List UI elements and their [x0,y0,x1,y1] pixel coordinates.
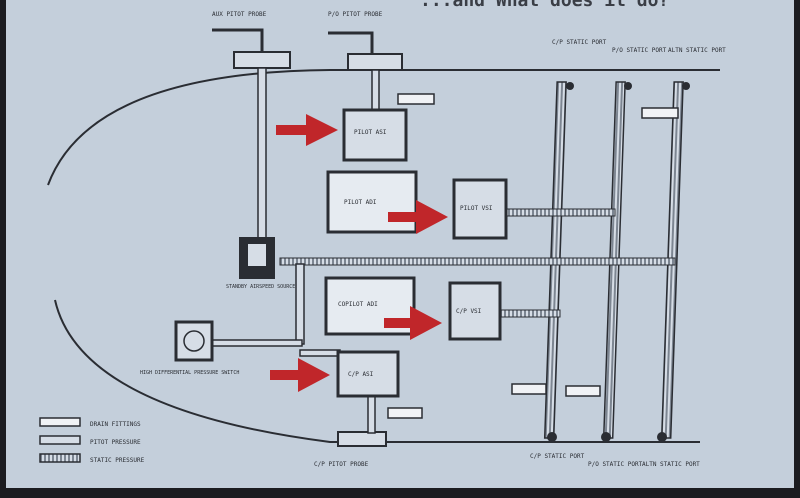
standby-source-window [248,244,266,266]
arrow-copilot-asi [270,358,330,392]
drain-fitting-right-1 [641,107,679,119]
fuselage-outline [47,69,720,186]
drain-fitting-pilot [397,93,435,105]
copilot-adi-box [324,276,416,336]
pilot-static-top-label: P/O STATIC PORT [612,47,667,54]
diff-switch-box [174,320,214,362]
legend-pitot-swatch [39,435,81,445]
slide-heading: ...and What does it do? [420,0,669,11]
pilot-vsi-label: PILOT VSI [460,205,493,212]
copilot-pitot-mount [337,431,387,447]
static-port-pilot-top [624,82,632,90]
pilot-pitot-label: P/O PITOT PROBE [328,11,383,18]
static-port-pilot-bottom [601,432,611,442]
pilot-pitot-line [371,69,380,111]
pilot-pitot-probe [328,31,374,54]
copilot-asi-label: C/P ASI [348,371,374,378]
legend-drain-text: DRAIN FITTINGS [90,421,141,428]
static-crossline-middle [279,257,676,266]
switch-connector-line [211,339,303,347]
copilot-asi-feed [299,349,341,357]
aux-pitot-probe [212,28,264,52]
legend-drain-swatch [39,417,81,427]
switch-pitot-line [295,263,305,345]
copilot-vsi-label: C/P VSI [456,308,482,315]
pilot-static-bottom-label: P/O STATIC PORT [588,461,643,468]
drain-fitting-bottom-1 [511,383,547,395]
pilot-asi-label: PILOT ASI [354,129,387,136]
static-port-copilot-top [566,82,574,90]
alternate-static-bottom-label: ALTN STATIC PORT [642,461,700,468]
aux-pitot-line [257,67,267,239]
arrow-pilot-asi [276,114,338,146]
drain-fitting-bottom-2 [565,385,601,397]
alternate-static-top-label: ALTN STATIC PORT [668,47,726,54]
static-port-alternate-bottom [657,432,667,442]
aux-pitot-label: AUX PITOT PROBE [212,11,267,18]
copilot-vsi-box [448,281,502,341]
static-port-alternate-top [682,82,690,90]
pilot-pitot-mount [347,53,403,71]
static-crossline-upper [504,208,616,217]
pilot-adi-label: PILOT ADI [344,199,377,206]
copilot-adi-label: COPILOT ADI [338,301,378,308]
diff-switch-label: HIGH DIFFERENTIAL PRESSURE SWITCH [140,370,239,376]
legend-static-swatch [39,453,81,463]
static-crossline-lower [499,309,561,318]
static-port-copilot-bottom [547,432,557,442]
copilot-static-bottom-label: C/P STATIC PORT [530,453,585,460]
drain-fitting-copilot [387,407,423,419]
legend-static-text: STATIC PRESSURE [90,457,145,464]
aux-pitot-mount [233,51,291,69]
copilot-static-top-label: C/P STATIC PORT [552,39,607,46]
copilot-pitot-line [367,394,376,434]
legend-pitot-text: PITOT PRESSURE [90,439,141,446]
legend: DRAIN FITTINGS PITOT PRESSURE STATIC PRE… [39,417,145,464]
pilot-vsi-box [452,178,508,240]
fuselage-outline-lower [54,299,700,443]
arrow-copilot-vsi [384,306,442,340]
standby-source-label: STANDBY AIRSPEED SOURCE [226,284,295,290]
copilot-pitot-label: C/P PITOT PROBE [314,461,369,468]
pilot-asi-box [342,108,408,162]
arrow-pilot-vsi [388,200,448,234]
diff-switch-dial [183,330,205,352]
copilot-asi-box [336,350,400,398]
